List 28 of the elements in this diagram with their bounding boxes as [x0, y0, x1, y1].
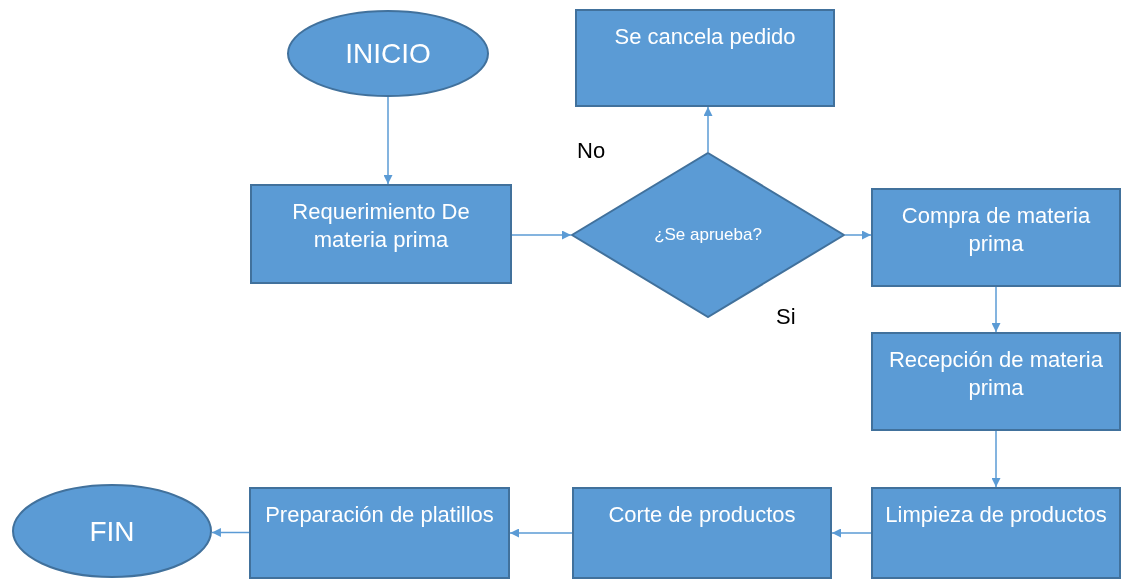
node-text: Corte de productos [607, 501, 797, 529]
node-text: Recepción de materia prima [888, 346, 1104, 401]
process-box [572, 487, 832, 579]
arrow [703, 106, 713, 153]
process-box [250, 184, 512, 284]
process-box [249, 487, 510, 579]
node-text: FIN [88, 514, 136, 549]
arrow [511, 230, 572, 240]
arrow [991, 286, 1001, 333]
arrow [211, 528, 250, 537]
node-text: Preparación de platillos [264, 501, 495, 529]
process-box [871, 487, 1121, 579]
process-box [871, 188, 1121, 287]
process-box [575, 9, 835, 107]
node-text: Requerimiento De materia prima [291, 198, 471, 253]
arrow [844, 230, 872, 240]
node-text: Limpieza de productos [884, 501, 1108, 529]
node-text: Se cancela pedido [613, 23, 797, 51]
arrow [831, 528, 872, 538]
node-text: ¿Se aprueba? [653, 223, 763, 246]
arrow [509, 528, 573, 538]
start-terminal [287, 10, 489, 97]
arrow [991, 430, 1001, 488]
arrow [383, 96, 393, 185]
end-terminal [12, 484, 212, 578]
node-text: Compra de materia prima [900, 202, 1092, 257]
node-text: INICIO [344, 37, 432, 71]
process-box [871, 332, 1121, 431]
